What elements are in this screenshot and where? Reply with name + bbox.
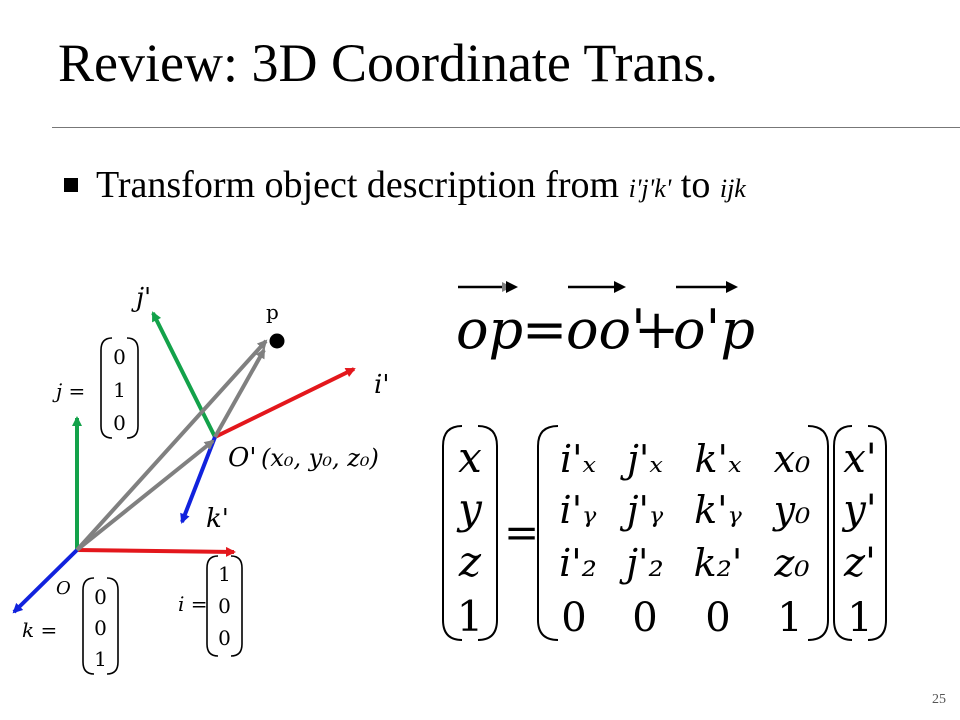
matrix-rhs-1: y' [841,487,877,533]
matrix-cell-r0-c1: j'ₓ [620,437,663,481]
bullet-item: Transform object description from i'j'k'… [64,163,746,207]
vec-j-c0: 0 [113,345,126,369]
vec-j-left-paren [100,337,113,439]
vector-o-prime-p [213,348,266,438]
axis-j-prime [151,311,217,438]
vec-i-c2: 0 [218,626,231,650]
title-divider [52,127,960,128]
matrix-cell-r3-c3: 1 [777,595,802,641]
matrix-lhs-right-paren [477,425,498,641]
label-j-prime: j' [131,283,151,313]
label-o-prime: O' [228,443,256,473]
matrix-cell-r1-c2: k'ᵧ [694,488,742,532]
vec-j-c2: 0 [113,411,126,435]
vec-k-c2: 1 [94,647,107,671]
matrix-lhs-left-paren [442,425,463,641]
vector-op [75,339,268,552]
bullet-text: Transform object description from [96,164,629,206]
matrix-cell-r2-c1: j'₂ [619,541,663,585]
vec-i-left-paren [206,555,219,657]
point-p [269,333,285,349]
bullet-from-frame: i'j'k' [628,174,672,203]
matrix-cell-r0-c3: x₀ [774,437,811,481]
matrix-cell-r3-c0: 0 [561,595,586,641]
matrix-rhs-3: 1 [847,595,872,641]
vector-oo-prime [75,439,215,552]
vec-k-c1: 0 [94,616,107,640]
matrix-cell-r2-c0: i'₂ [559,541,597,585]
vec-k-right-paren [106,577,119,675]
vec-k-left-paren [82,577,95,675]
bullet-to-frame: ijk [719,174,746,203]
overarrow-op-head [506,281,518,293]
label-k-prime: k' [206,504,229,534]
matrix-main-left-paren [537,425,559,641]
vec-k-name: k = [22,618,57,642]
matrix-main-right-paren [807,425,829,641]
point-p-label: p [266,300,279,324]
vec-i-right-paren [230,555,243,657]
matrix-cell-r3-c2: 0 [705,595,730,641]
matrix-cell-r3-c1: 0 [632,595,657,641]
eq-equals: = [522,298,567,361]
matrix-rhs-right-paren [867,425,887,641]
matrix-cell-r1-c3: y₀ [772,488,811,532]
label-i-prime: i' [374,370,389,400]
vec-j-name: j = [52,379,85,403]
matrix-rhs-left-paren [833,425,853,641]
matrix-rhs-2: z' [843,540,876,586]
vec-j-right-paren [126,337,139,439]
page-number: 25 [932,692,946,707]
label-o: O [56,578,71,599]
matrix-lhs-3: 1 [457,592,484,641]
eq-lhs-op: op [456,298,523,361]
slide-title: Review: 3D Coordinate Trans. [58,33,718,93]
matrix-cell-r2-c3: z₀ [773,541,809,585]
matrix-rhs-0: x' [843,436,877,482]
axis-k-prime [180,436,217,524]
label-o-prime-coords: (x₀, y₀, z₀) [261,444,379,472]
axis-i [76,546,236,557]
vec-k-c0: 0 [94,585,107,609]
matrix-cell-r2-c2: k₂' [694,541,743,585]
bullet-mid-text: to [671,164,720,206]
eq-term-oo-prime: oo' [566,298,646,361]
overarrow-oo-prime-head [614,281,626,293]
axis-k [12,548,79,614]
bullet-square-icon [64,178,78,193]
matrix-lhs-0: x [458,433,482,482]
matrix-cell-r0-c2: k'ₓ [695,437,742,481]
matrix-equals: = [504,508,539,557]
vec-i-c1: 0 [218,594,231,618]
matrix-cell-r0-c0: i'ₓ [560,437,597,481]
matrix-cell-r1-c0: i'ᵧ [560,488,598,532]
vec-i-c0: 1 [218,562,231,586]
vec-i-name: i = [178,592,208,616]
eq-plus: + [634,298,679,361]
axis-i-prime [214,367,356,439]
vec-j-c1: 1 [113,378,126,402]
matrix-lhs-2: z [458,537,482,586]
matrix-lhs-1: y [456,484,483,533]
eq-term-o-prime-p: o'p [673,298,755,361]
matrix-cell-r1-c1: j'ᵧ [620,488,664,532]
overarrow-o-prime-p-head [726,281,738,293]
